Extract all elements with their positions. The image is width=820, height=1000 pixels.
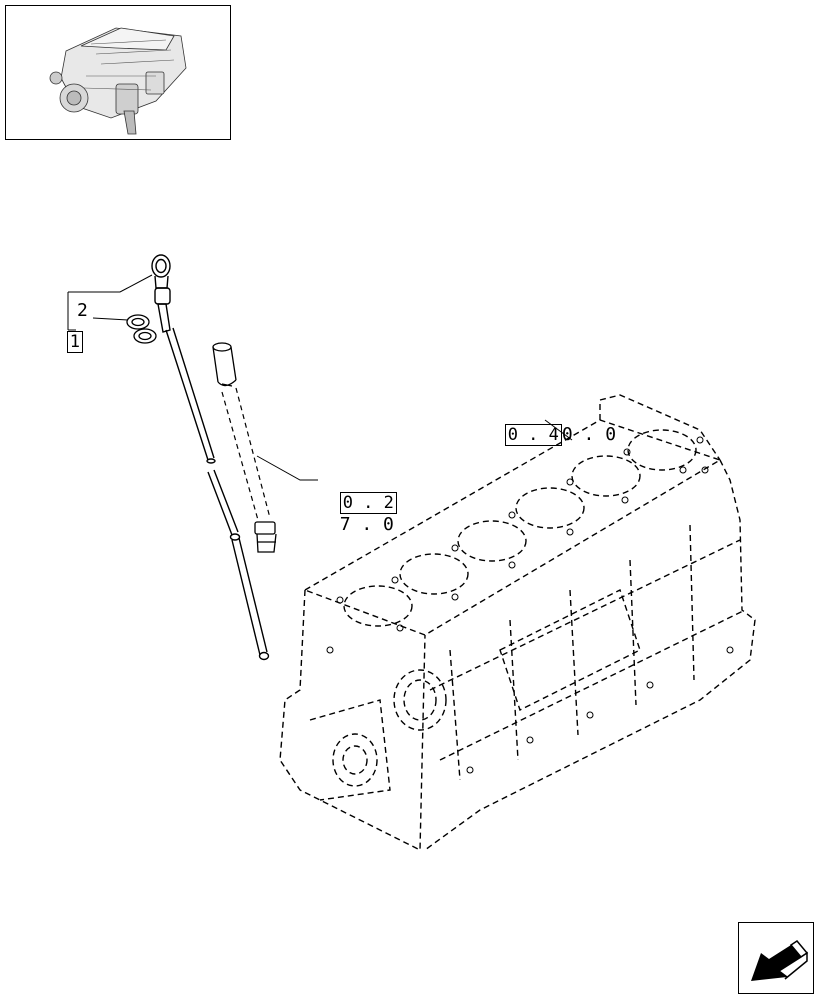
tube-fitting xyxy=(254,521,277,553)
callout-box-1: 1 xyxy=(66,331,83,353)
callout-tube-reference: 0 . 2 7 . 0 xyxy=(318,470,397,536)
cylinder-block xyxy=(279,394,756,852)
callout-tube-boxed: 0 . 2 xyxy=(339,492,397,514)
dipstick-tube xyxy=(212,342,237,387)
next-page-arrow-icon xyxy=(751,940,809,981)
next-page-button[interactable] xyxy=(738,922,814,994)
seal-rings xyxy=(126,314,157,344)
engine-thumbnail-icon xyxy=(49,27,187,135)
callout-block-rest: 0 . 0 xyxy=(561,424,617,445)
callout-leaders-1-2 xyxy=(67,274,153,331)
callout-tube-rest: 7 . 0 xyxy=(339,514,394,535)
engine-thumbnail xyxy=(5,5,231,140)
dipstick xyxy=(151,254,270,661)
callout-block-boxed: 0 . 4 xyxy=(504,424,562,446)
callout-item-2: 2 xyxy=(77,300,88,321)
callout-item-1: 1 xyxy=(45,309,83,353)
